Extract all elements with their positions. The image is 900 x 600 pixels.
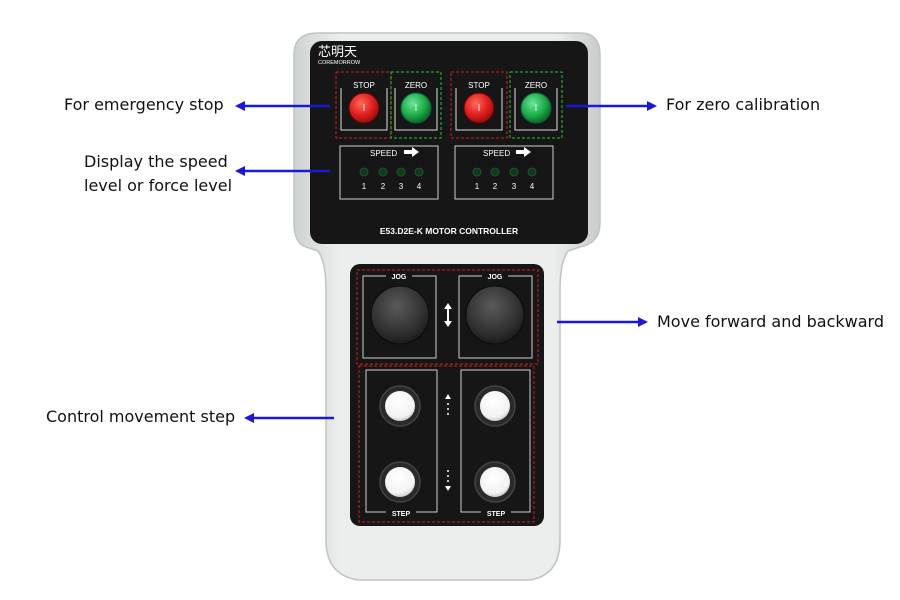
stop-highlight-2 <box>450 71 508 139</box>
stop-frame-1 <box>340 88 388 131</box>
stop-highlight-1 <box>335 71 392 139</box>
jog-label-right: JOG <box>488 274 503 281</box>
speed-led-1-3 <box>396 167 406 177</box>
callout-speed-display: Display the speed level or force level <box>84 150 232 198</box>
zero-frame-2 <box>514 88 558 131</box>
brand-name-en: COREMORROW <box>318 60 361 66</box>
jog-knob-left[interactable] <box>370 285 430 345</box>
speed-level-1-2: 2 <box>381 182 386 191</box>
speed-level-1-1: 1 <box>362 182 367 191</box>
stop-label-2: STOP <box>468 81 490 90</box>
speed-level-2-1: 1 <box>475 182 480 191</box>
callout-speed-line-1: Display the speed <box>84 152 228 171</box>
speed-level-1-3: 3 <box>399 182 404 191</box>
speed-led-1-2 <box>378 167 388 177</box>
up-down-arrow-icon <box>444 303 452 327</box>
speed-led-2-3 <box>509 167 519 177</box>
speed-panel-2 <box>454 145 554 200</box>
speed-led-1-1 <box>359 167 369 177</box>
speed-led-2-2 <box>490 167 500 177</box>
jog-tag-left-bg <box>386 271 412 280</box>
zero-highlight-2 <box>509 71 563 139</box>
zero-highlight-1 <box>390 71 442 139</box>
brand-name-cn: 芯明天 <box>318 44 357 59</box>
step-button-right-up[interactable] <box>480 391 510 421</box>
step-down-arrow-icon <box>445 470 451 491</box>
speed-panel-1 <box>339 145 439 200</box>
step-label-left: STEP <box>392 511 411 518</box>
jog-knob-right[interactable] <box>465 285 525 345</box>
speed-level-1-4: 4 <box>417 182 422 191</box>
speed-level-2-3: 3 <box>512 182 517 191</box>
jog-highlight <box>356 269 539 365</box>
step-button-left-up[interactable] <box>385 391 415 421</box>
speed-led-1-4 <box>414 167 424 177</box>
callout-zero-calibration: For zero calibration <box>666 95 821 114</box>
stop-frame-2 <box>455 88 503 131</box>
speed-level-2-2: 2 <box>493 182 498 191</box>
callout-emergency-stop: For emergency stop <box>64 95 224 114</box>
speed-arrow-icon-1 <box>404 147 419 157</box>
stop-label-1: STOP <box>353 81 375 90</box>
zero-label-1: ZERO <box>405 81 427 90</box>
step-button-right-down[interactable] <box>480 467 510 497</box>
callout-move: Move forward and backward <box>657 312 884 331</box>
jog-tag-right-bg <box>482 271 508 280</box>
step-button-left-down[interactable] <box>385 467 415 497</box>
speed-level-2-4: 4 <box>530 182 535 191</box>
step-up-arrow-icon <box>445 394 451 415</box>
zero-frame-1 <box>394 88 438 131</box>
step-label-right: STEP <box>487 511 506 518</box>
zero-label-2: ZERO <box>525 81 547 90</box>
model-label: E53.D2E-K MOTOR CONTROLLER <box>380 226 518 236</box>
callout-speed-line-2: level or force level <box>84 176 233 195</box>
speed-led-2-4 <box>527 167 537 177</box>
step-tag-right-bg <box>481 508 511 517</box>
step-tag-left-bg <box>386 508 416 517</box>
speed-arrow-icon-2 <box>516 147 531 157</box>
speed-led-2-1 <box>472 167 482 177</box>
speed-label-1: SPEED <box>370 149 397 158</box>
speed-label-2: SPEED <box>483 149 510 158</box>
callout-step: Control movement step <box>46 407 236 426</box>
top-faceplate <box>310 41 588 244</box>
step-highlight <box>358 365 535 523</box>
jog-label-left: JOG <box>392 274 407 281</box>
